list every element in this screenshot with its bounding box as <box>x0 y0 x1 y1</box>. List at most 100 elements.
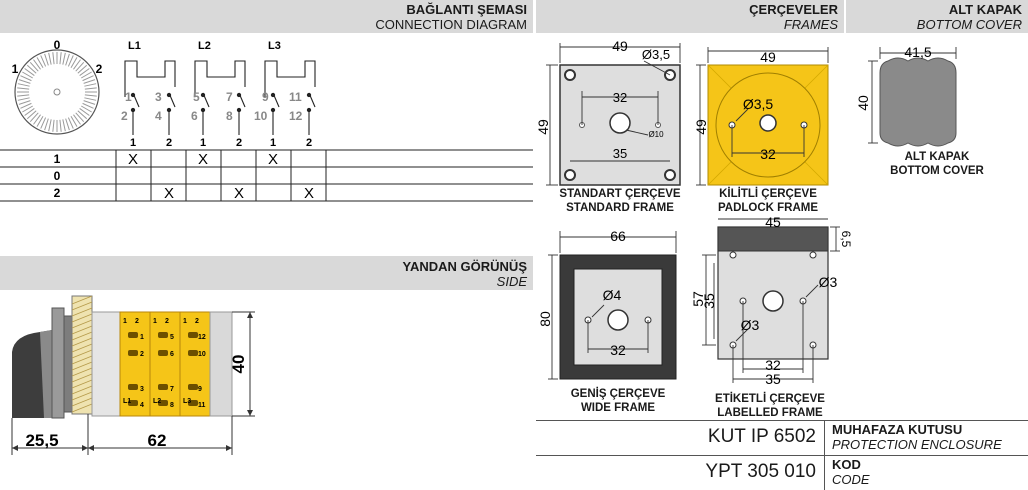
side-view-subtitle: SIDE <box>496 274 527 289</box>
wide-frame <box>559 254 677 380</box>
module-label: 1 <box>153 318 157 325</box>
switching-table <box>0 149 533 202</box>
table-cell: X <box>198 151 208 168</box>
labelled-frame-top-gap: 6,5 <box>839 231 853 248</box>
dial-position-1: 1 <box>12 62 19 76</box>
bottom-cover-shape <box>879 57 957 147</box>
standard-frame-caption: STANDART ÇERÇEVE STANDARD FRAME <box>536 187 704 215</box>
contact-5: 5 <box>193 90 200 104</box>
table-row-label: 1 <box>54 152 61 166</box>
wide-frame-label-tr: GENİŞ ÇERÇEVE <box>570 388 666 400</box>
side-view-header: YANDAN GÖRÜNÜŞ SIDE <box>0 256 533 290</box>
col-number: 1 <box>200 137 206 149</box>
connection-diagram: 0 1 2 L1 L2 L3 1 3 2 4 5 7 6 8 9 11 10 1… <box>0 38 533 202</box>
connection-title: BAĞLANTI ŞEMASI <box>406 2 527 17</box>
bottom-cover-header: ALT KAPAK BOTTOM COVER <box>846 0 1028 33</box>
col-number: 2 <box>166 137 172 149</box>
table-cell: X <box>128 151 138 168</box>
contact-12: 12 <box>289 109 303 123</box>
padlock-frame-caption: KİLİTLİ ÇERÇEVE PADLOCK FRAME <box>684 187 852 215</box>
standard-frame-width: 49 <box>612 38 628 54</box>
col-number: 2 <box>306 137 312 149</box>
wide-frame-inner: 32 <box>610 342 626 358</box>
table-cell: X <box>164 185 174 202</box>
module-label: 2 <box>165 318 169 325</box>
contact-modules <box>119 311 211 417</box>
enclosure-label-en: PROTECTION ENCLOSURE <box>832 437 1002 452</box>
module-label: 8 <box>170 402 174 409</box>
col-number: 1 <box>130 137 136 149</box>
connection-header: BAĞLANTI ŞEMASI CONNECTION DIAGRAM <box>0 0 533 33</box>
table-cell: X <box>304 185 314 202</box>
labelled-frame-hole-right: Ø3 <box>819 274 838 290</box>
wide-frame-label-en: WIDE FRAME <box>580 402 656 414</box>
frames-subtitle: FRAMES <box>783 17 838 32</box>
labelled-frame-height-inner: 35 <box>701 293 717 309</box>
contact-1: 1 <box>125 90 132 104</box>
frames-title: ÇERÇEVELER <box>749 2 838 17</box>
labelled-frame-inner: 32 <box>765 357 781 373</box>
padlock-frame-hole: Ø3,5 <box>743 96 774 112</box>
contact-6: 6 <box>191 109 198 123</box>
standard-frame-height: 49 <box>536 119 551 135</box>
module-label: 2 <box>140 351 144 358</box>
contact-2: 2 <box>121 109 128 123</box>
side-view-title: YANDAN GÖRÜNÜŞ <box>402 259 527 274</box>
standard-frame-label-en: STANDARD FRAME <box>566 202 674 214</box>
frames-header: ÇERÇEVELER FRAMES <box>536 0 844 33</box>
standard-frame-inner-bottom: 35 <box>613 146 627 161</box>
labelled-frame-label-en: LABELLED FRAME <box>717 407 823 419</box>
dim-side-height: 40 <box>229 355 248 374</box>
table-row-label: 0 <box>54 169 61 183</box>
phase-label-l2: L2 <box>198 40 211 52</box>
standard-frame-center: Ø10 <box>648 130 664 139</box>
bottom-cover-caption: ALT KAPAK BOTTOM COVER <box>846 150 1028 178</box>
contact-3: 3 <box>155 90 162 104</box>
col-number: 2 <box>236 137 242 149</box>
divider <box>844 0 846 420</box>
module-label: 5 <box>170 334 174 341</box>
wide-frame-width: 66 <box>610 228 626 244</box>
module-label: 4 <box>140 402 144 409</box>
padlock-frame-height: 49 <box>693 119 709 135</box>
selector-dial-icon <box>14 49 100 135</box>
divider <box>536 420 1028 421</box>
module-phase: L2 <box>153 398 161 405</box>
labelled-frame-width: 45 <box>765 214 781 230</box>
dim-side-length: 62 <box>148 431 167 450</box>
standard-frame-inner-top: 32 <box>613 90 627 105</box>
code-label-en: CODE <box>832 472 870 487</box>
module-label: 3 <box>140 386 144 393</box>
contact-7: 7 <box>226 90 233 104</box>
dial-position-2: 2 <box>96 62 103 76</box>
table-row-label: 2 <box>54 186 61 200</box>
labelled-frame-hole-left: Ø3 <box>741 317 760 333</box>
standard-frame <box>559 64 681 186</box>
product-code: YPT 305 010 <box>705 461 816 482</box>
contact-10: 10 <box>254 109 268 123</box>
wide-frame-height: 80 <box>537 311 553 327</box>
col-number: 1 <box>270 137 276 149</box>
enclosure-code: KUT IP 6502 <box>707 426 816 447</box>
standard-frame-label-tr: STANDART ÇERÇEVE <box>559 188 681 200</box>
divider <box>534 0 536 490</box>
module-label: 1 <box>123 318 127 325</box>
bottom-cover-label-tr: ALT KAPAK <box>904 151 970 163</box>
labelled-frame-outer: 35 <box>765 371 781 387</box>
dial-position-0: 0 <box>54 38 61 52</box>
dim-side-depth: 25,5 <box>25 431 58 450</box>
module-label: 11 <box>198 402 206 409</box>
code-caption: KOD CODE <box>832 457 1028 487</box>
module-label: 10 <box>198 351 206 358</box>
contact-8: 8 <box>226 109 233 123</box>
padlock-frame-label-tr: KİLİTLİ ÇERÇEVE <box>719 188 817 200</box>
bottom-cover-height: 40 <box>855 95 871 111</box>
wide-frame-caption: GENİŞ ÇERÇEVE WIDE FRAME <box>536 387 700 415</box>
bottom-cover-subtitle: BOTTOM COVER <box>916 17 1022 32</box>
contact-11: 11 <box>289 90 302 104</box>
divider <box>536 455 1028 456</box>
labelled-frame-label-tr: ETİKETLİ ÇERÇEVE <box>715 393 825 405</box>
phase-label-l1: L1 <box>128 40 141 52</box>
bottom-cover-title: ALT KAPAK <box>948 2 1022 17</box>
